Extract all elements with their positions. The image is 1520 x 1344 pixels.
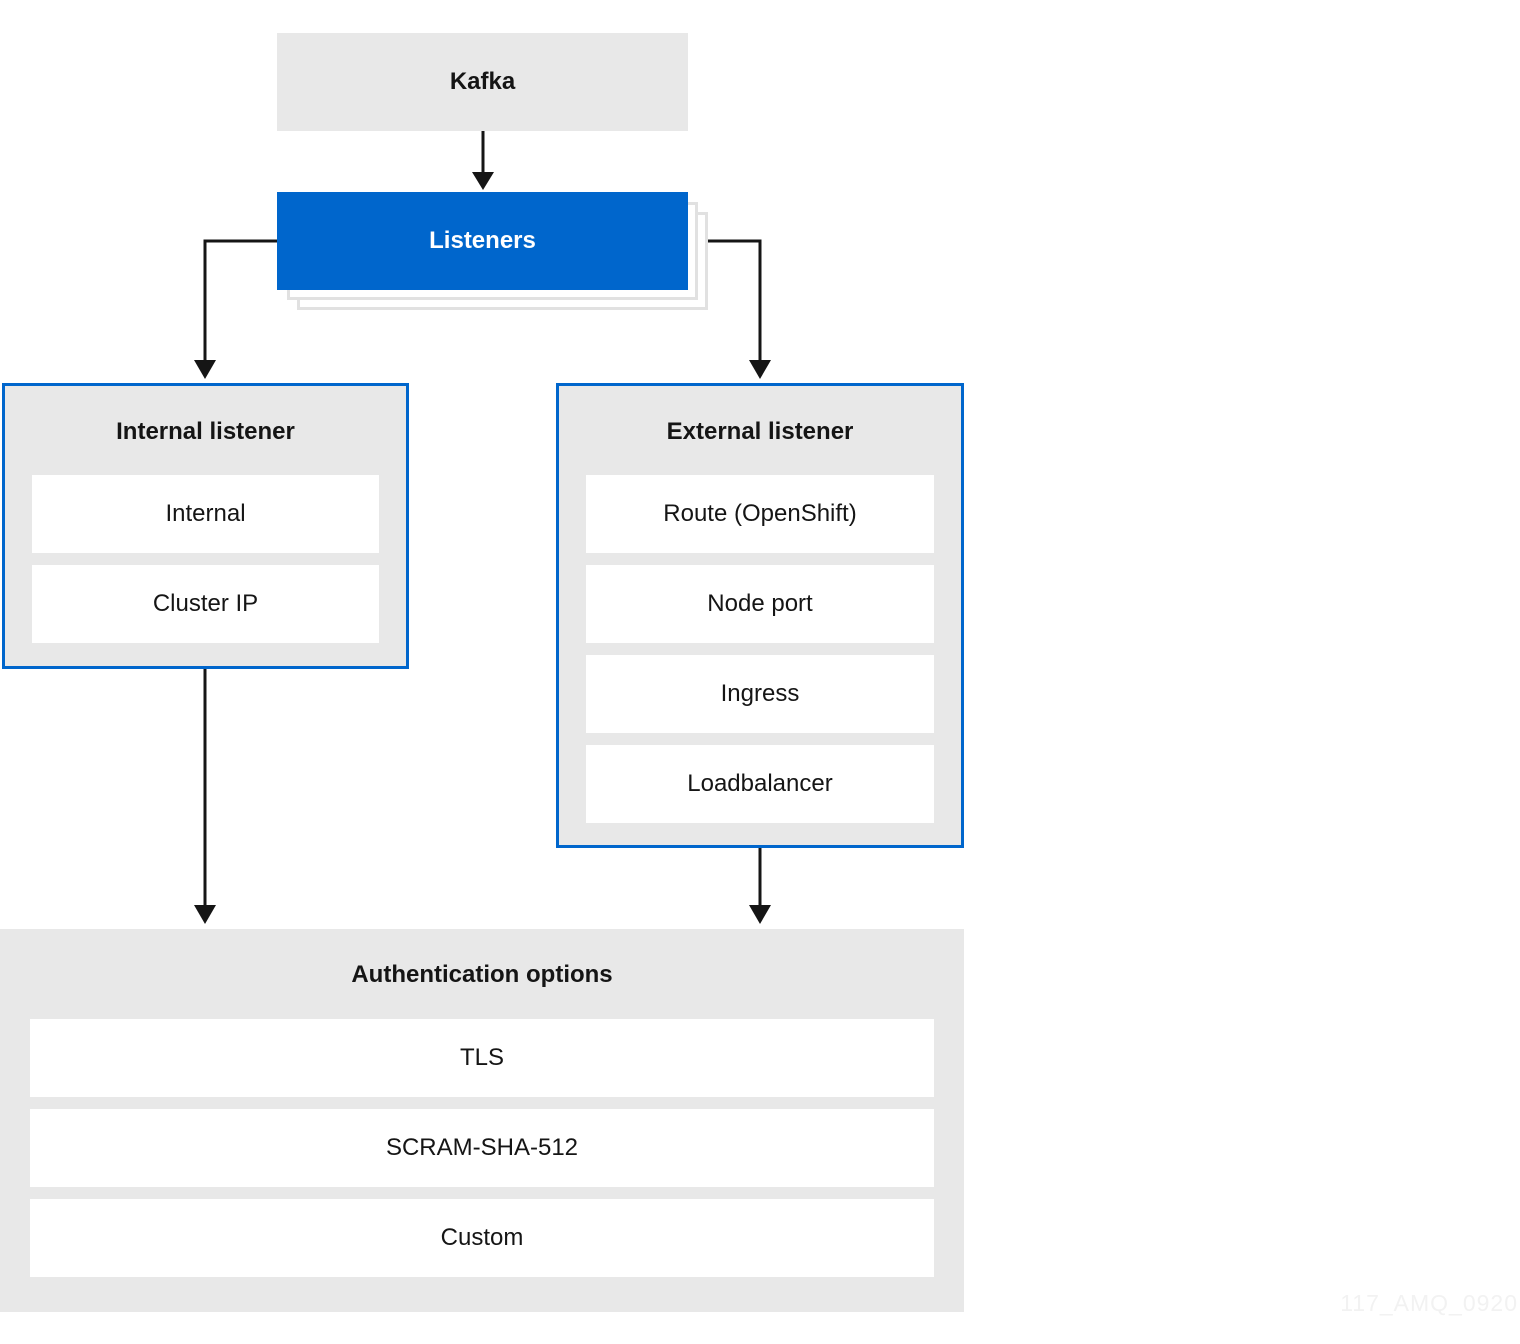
authentication-options-title: Authentication options [351,961,613,988]
internal-listener-group: Internal listener Internal Cluster IP [2,383,409,669]
authentication-options-group: Authentication options TLS SCRAM-SHA-512… [0,929,964,1312]
kafka-label: Kafka [449,68,516,95]
internal-listener-items: Internal Cluster IP [32,475,379,643]
arrow-internal-to-auth [194,669,216,924]
list-item-route-openshift: Route (OpenShift) [586,475,934,553]
external-listener-items: Route (OpenShift) Node port Ingress Load… [586,475,934,823]
list-item-scram-sha-512: SCRAM-SHA-512 [30,1109,934,1187]
list-item-internal: Internal [32,475,379,553]
kafka-node: Kafka [277,33,688,131]
external-listener-group: External listener Route (OpenShift) Node… [556,383,964,848]
authentication-options-items: TLS SCRAM-SHA-512 Custom [30,1019,934,1277]
listeners-node: Listeners [277,192,688,290]
arrowhead-icon [194,360,216,379]
list-item-ingress: Ingress [586,655,934,733]
list-item-loadbalancer: Loadbalancer [586,745,934,823]
arrowhead-icon [472,172,494,190]
arrowhead-icon [749,905,771,924]
arrowhead-icon [749,360,771,379]
list-item-tls: TLS [30,1019,934,1097]
connector-listeners-to-internal [194,239,278,379]
arrowhead-icon [194,905,216,924]
list-item-custom: Custom [30,1199,934,1277]
arrow-kafka-to-listeners [472,131,494,190]
list-item-node-port: Node port [586,565,934,643]
external-listener-title: External listener [666,418,854,445]
listeners-label: Listeners [429,227,536,254]
watermark: 117_AMQ_0920 [1340,1290,1518,1316]
arrow-external-to-auth [749,848,771,924]
internal-listener-title: Internal listener [116,418,295,445]
list-item-cluster-ip: Cluster IP [32,565,379,643]
